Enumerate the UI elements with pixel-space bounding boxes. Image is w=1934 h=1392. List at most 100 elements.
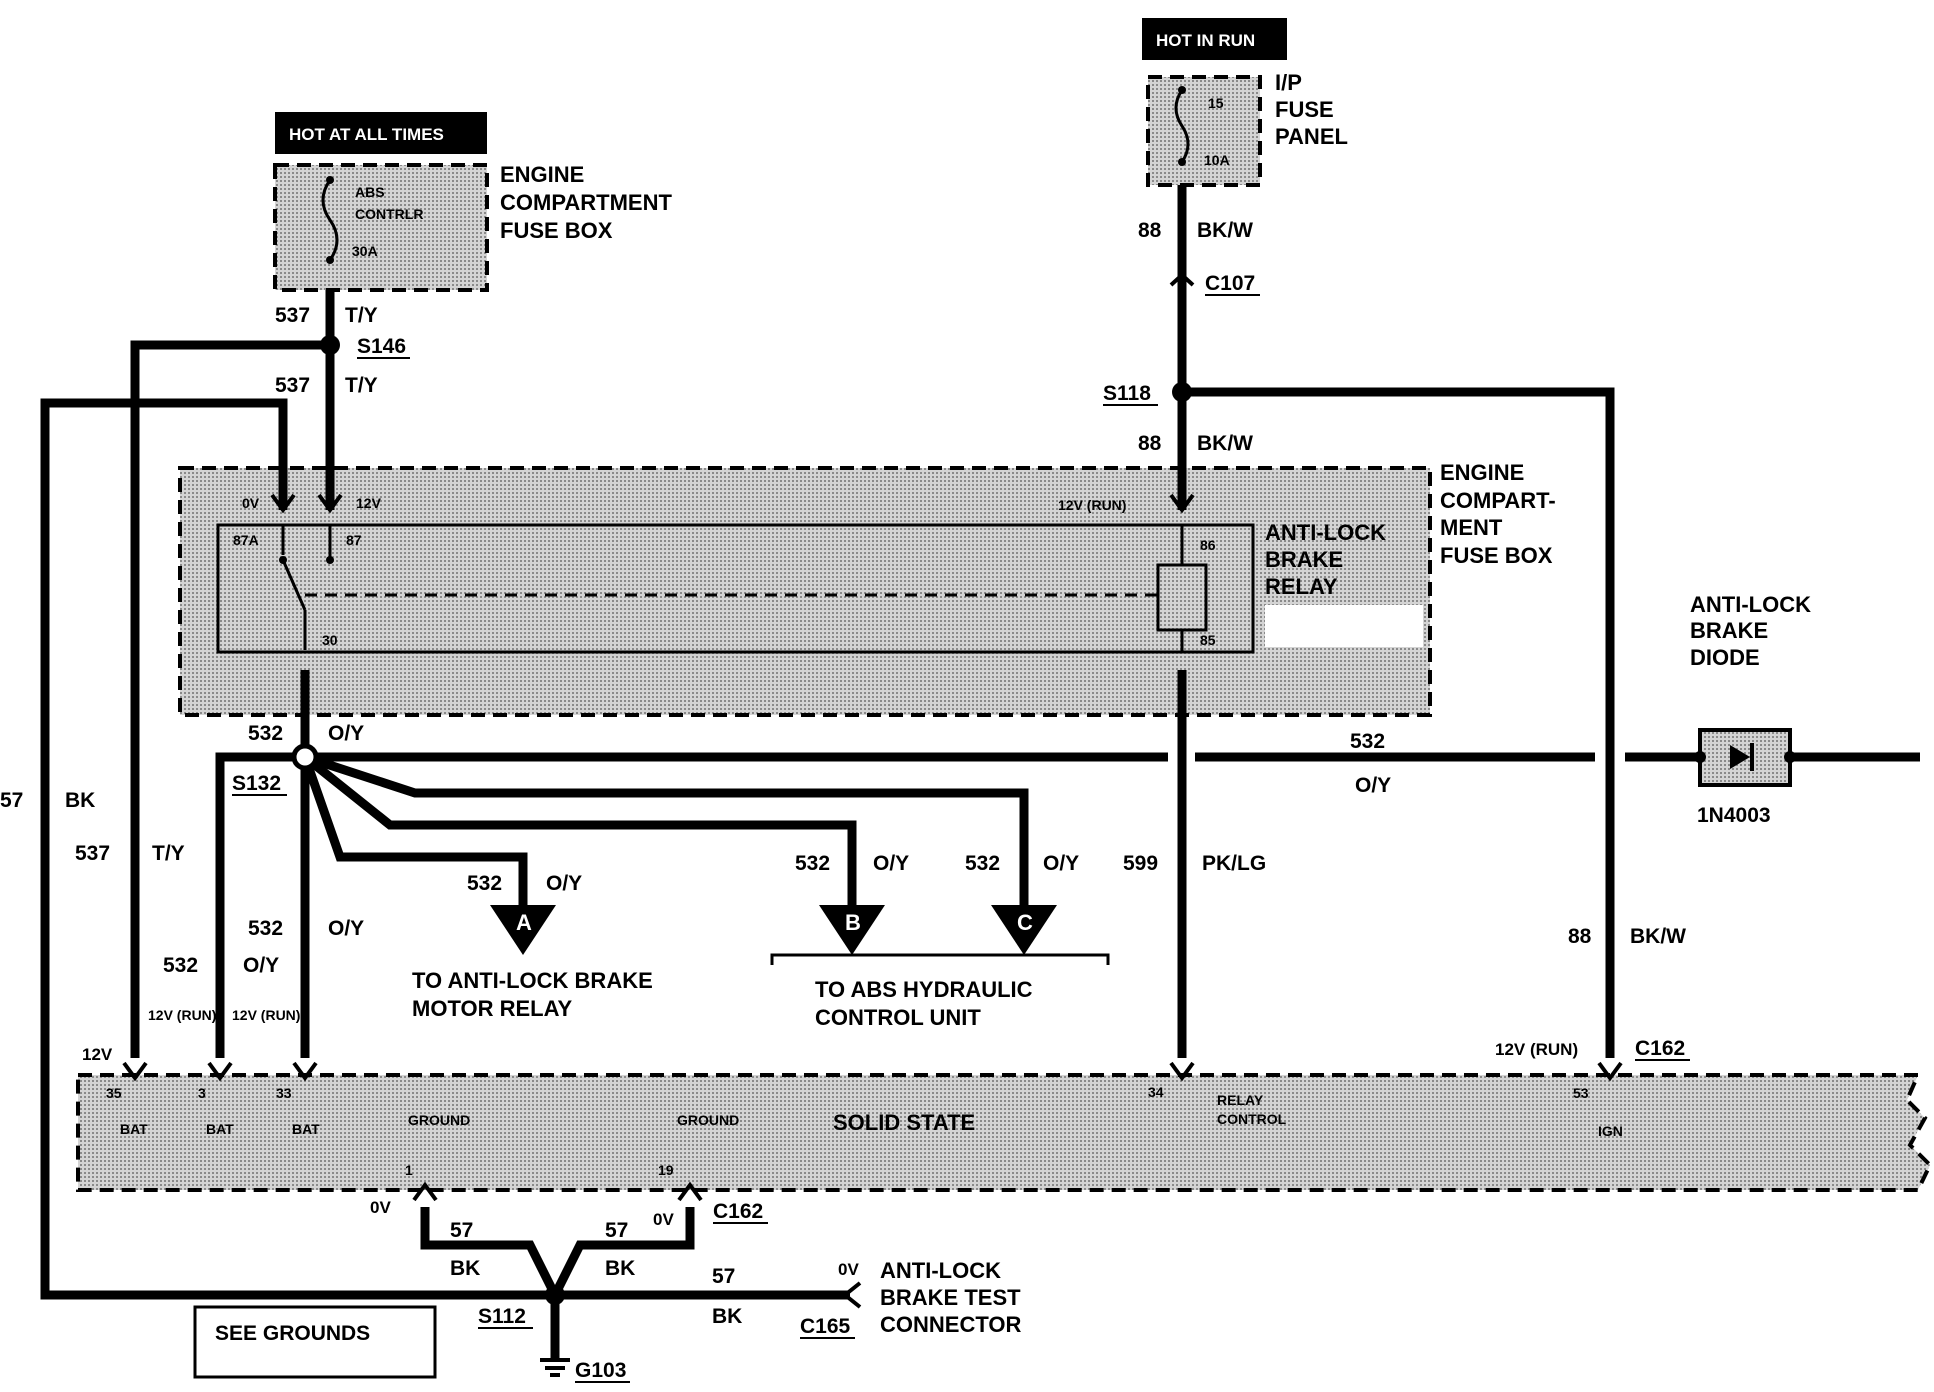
voltage-pin-53: 12V (RUN) [1495, 1040, 1578, 1059]
pin-19-label: GROUND [677, 1112, 739, 1128]
splice-s132-label: S132 [232, 772, 281, 795]
arrow-a-letter: A [516, 910, 532, 935]
relay-line-3: RELAY [1265, 574, 1338, 599]
wire-537-num: 537 [75, 842, 110, 865]
pin-1: 1 [405, 1162, 413, 1178]
abs-fuse-label-1: ABS [355, 184, 385, 200]
destination-arrows [490, 905, 1110, 965]
arrow-c-letter: C [1017, 910, 1033, 935]
engine-fuse-box: ABS CONTRLR 30A [273, 163, 489, 292]
title-line-1: ENGINE [500, 162, 584, 187]
wire-532-num: 532 [163, 954, 198, 977]
title-line-3: FUSE BOX [500, 218, 613, 243]
wire-537-color: T/Y [345, 374, 378, 397]
pin-3: 3 [198, 1085, 206, 1101]
test-connector-labels: 0V ANTI-LOCK BRAKE TEST CONNECTOR [838, 1258, 1021, 1337]
test-connector-voltage: 0V [838, 1260, 859, 1279]
wire-532-color: O/Y [1043, 852, 1079, 875]
connector-c107-label: C107 [1205, 272, 1255, 295]
pin-35-label: BAT [120, 1121, 148, 1137]
solid-state-module [76, 1073, 1933, 1192]
voltage-86: 12V (RUN) [1058, 497, 1126, 513]
wire-532-color: O/Y [328, 917, 364, 940]
engine-fuse-box-title: ENGINE COMPARTMENT FUSE BOX [500, 162, 672, 243]
see-grounds-box: SEE GROUNDS [193, 1305, 437, 1379]
splice-s112 [545, 1285, 565, 1305]
wiring [40, 185, 1920, 1360]
splice-s132 [291, 743, 319, 771]
destination-bc-line-1: TO ABS HYDRAULIC [815, 977, 1033, 1002]
module-connector-arrows [122, 272, 1623, 1309]
ground-g103-label: G103 [575, 1359, 626, 1382]
pin-87a: 87A [233, 532, 259, 548]
hot-in-run-label: HOT IN RUN [1156, 31, 1255, 50]
module-label: SOLID STATE [833, 1110, 975, 1135]
pin-33: 33 [276, 1085, 292, 1101]
wire-88-num: 88 [1568, 925, 1592, 948]
title-line-2: COMPART- [1440, 488, 1556, 513]
ip-fuse-number: 15 [1208, 95, 1224, 111]
wire-88-color: BK/W [1197, 432, 1253, 455]
relay-box-title: ENGINE COMPART- MENT FUSE BOX ANTI-LOCK … [233, 460, 1556, 648]
anti-lock-brake-diode [1694, 728, 1796, 787]
pin-33-label: BAT [292, 1121, 320, 1137]
wire-57-color: BK [712, 1305, 742, 1328]
wire-537-num: 537 [275, 374, 310, 397]
title-line-1: ENGINE [1440, 460, 1524, 485]
wire-57-num: 57 [0, 789, 23, 812]
wire-57-num: 57 [450, 1219, 473, 1242]
pin-34: 34 [1148, 1084, 1164, 1100]
voltage-87a: 0V [242, 495, 260, 511]
connector-c162-label: C162 [713, 1200, 763, 1223]
title-line-3: PANEL [1275, 124, 1348, 149]
pin-53: 53 [1573, 1085, 1589, 1101]
destination-bc-line-2: CONTROL UNIT [815, 1005, 981, 1030]
pin-30: 30 [322, 632, 338, 648]
destination-a-line-1: TO ANTI-LOCK BRAKE [412, 968, 653, 993]
arrow-c [991, 905, 1057, 955]
test-connector-line-3: CONNECTOR [880, 1312, 1021, 1337]
wire-532-num: 532 [467, 872, 502, 895]
voltage-87: 12V [356, 495, 382, 511]
abs-fuse-label-2: CONTRLR [355, 206, 423, 222]
splice-s146-label: S146 [357, 335, 406, 358]
ip-fuse-panel-title: I/P FUSE PANEL [1275, 70, 1348, 149]
wire-88-color: BK/W [1630, 925, 1686, 948]
module-labels: SOLID STATE 12V 12V (RUN) 12V (RUN) 12V … [82, 1007, 1623, 1229]
wire-532-num: 532 [795, 852, 830, 875]
power-labels: HOT AT ALL TIMES HOT IN RUN [275, 18, 1287, 154]
connector-c165-label: C165 [800, 1315, 851, 1338]
hot-at-all-times-label: HOT AT ALL TIMES [289, 125, 444, 144]
wire-532-num: 532 [965, 852, 1000, 875]
pin-34-label-line-1: RELAY [1217, 1092, 1264, 1108]
destination-labels: A B C TO ANTI-LOCK BRAKE MOTOR RELAY TO … [412, 910, 1033, 1030]
wire-532-num: 532 [1350, 730, 1385, 753]
test-connector-line-2: BRAKE TEST [880, 1285, 1021, 1310]
diode-labels: ANTI-LOCK BRAKE DIODE 1N4003 [1690, 592, 1811, 827]
splice-labels: S146 S118 S132 S112 [232, 335, 1158, 1329]
wire-labels: 537 T/Y 537 T/Y 537 T/Y 88 BK/W 88 BK/W … [0, 219, 1686, 1328]
wire-532-color: O/Y [873, 852, 909, 875]
relay-line-2: BRAKE [1265, 547, 1343, 572]
wire-537-color: T/Y [152, 842, 185, 865]
voltage-pin-35: 12V [82, 1045, 113, 1064]
pin-19: 19 [658, 1162, 674, 1178]
pin-3-label: BAT [206, 1121, 234, 1137]
diode-part-number: 1N4003 [1697, 804, 1771, 827]
wire-532-color: O/Y [328, 722, 364, 745]
wire-537-num: 537 [275, 304, 310, 327]
wire-57-color: BK [605, 1257, 635, 1280]
abs-fuse-rating: 30A [352, 243, 378, 259]
wire-537-color: T/Y [345, 304, 378, 327]
voltage-pin-1: 0V [370, 1198, 391, 1217]
voltage-pin-3: 12V (RUN) [148, 1007, 216, 1023]
pin-1-label: GROUND [408, 1112, 470, 1128]
wire-532-num: 532 [248, 917, 283, 940]
ip-fuse-rating: 10A [1204, 152, 1230, 168]
pin-87: 87 [346, 532, 362, 548]
wire-532-num: 532 [248, 722, 283, 745]
wire-88-num: 88 [1138, 432, 1162, 455]
pin-85: 85 [1200, 632, 1216, 648]
ip-fuse-panel: 15 10A [1146, 75, 1262, 187]
